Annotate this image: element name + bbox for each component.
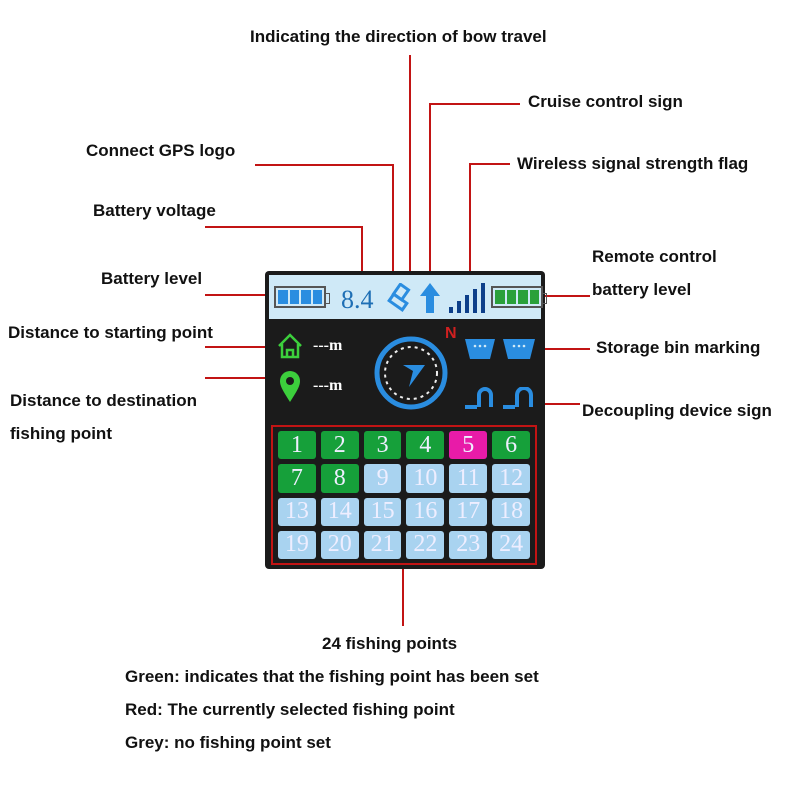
legend-grey: Grey: no fishing point set xyxy=(125,733,331,752)
label-battery: Battery level xyxy=(101,269,203,288)
fishing-point-4[interactable]: 4 xyxy=(406,431,445,460)
line-gps xyxy=(255,164,394,272)
storage-bin-icon xyxy=(503,339,535,359)
decoupling-icon xyxy=(465,387,493,409)
status-bar: 8.4 xyxy=(269,275,547,319)
decoupling-icons xyxy=(465,387,533,409)
fishing-point-13[interactable]: 13 xyxy=(278,497,316,526)
storage-bin-icon xyxy=(465,339,495,359)
fishing-point-16[interactable]: 16 xyxy=(406,497,445,526)
home-icon xyxy=(278,333,302,359)
cruise-arrow-icon xyxy=(420,283,440,313)
gps-satellite-icon xyxy=(387,283,411,312)
compass-north: N xyxy=(445,325,457,342)
label-bow-direction: Indicating the direction of bow travel xyxy=(250,27,547,46)
battery-level-icon xyxy=(274,286,330,308)
line-cruise xyxy=(429,103,520,284)
decoupling-icon xyxy=(503,387,533,409)
label-dist-dest-2: fishing point xyxy=(10,424,112,443)
location-pin-icon xyxy=(280,371,300,402)
fishing-point-8[interactable]: 8 xyxy=(320,464,359,493)
label-points-title: 24 fishing points xyxy=(322,634,458,653)
remote-battery-icon xyxy=(491,286,547,308)
fishing-point-1[interactable]: 1 xyxy=(278,431,316,460)
legend-red: Red: The currently selected fishing poin… xyxy=(125,700,455,719)
fishing-point-5[interactable]: 5 xyxy=(449,431,488,460)
fishing-point-20[interactable]: 20 xyxy=(320,530,359,559)
compass-icon xyxy=(374,336,448,410)
fishing-point-22[interactable]: 22 xyxy=(406,530,445,559)
distance-destination: ---m xyxy=(313,377,343,394)
label-decoupling: Decoupling device sign xyxy=(582,401,772,420)
label-gps: Connect GPS logo xyxy=(86,141,236,160)
legend-green: Green: indicates that the fishing point … xyxy=(125,667,539,686)
label-remote-1: Remote control xyxy=(592,247,717,266)
line-voltage xyxy=(205,226,363,286)
fishing-point-19[interactable]: 19 xyxy=(278,530,316,559)
label-voltage: Battery voltage xyxy=(93,201,216,220)
fishing-point-24[interactable]: 24 xyxy=(492,530,530,559)
label-dist-start: Distance to starting point xyxy=(8,323,213,342)
fishing-point-15[interactable]: 15 xyxy=(363,497,402,526)
fishing-point-17[interactable]: 17 xyxy=(449,497,488,526)
fishing-point-7[interactable]: 7 xyxy=(278,464,316,493)
label-dist-dest-1: Distance to destination xyxy=(10,391,198,410)
label-storage: Storage bin marking xyxy=(596,338,761,357)
fishing-point-23[interactable]: 23 xyxy=(449,530,488,559)
line-wireless xyxy=(469,163,510,292)
signal-strength-icon xyxy=(449,283,485,313)
battery-voltage: 8.4 xyxy=(341,285,374,314)
fishing-point-6[interactable]: 6 xyxy=(492,431,530,460)
fishing-point-3[interactable]: 3 xyxy=(363,431,402,460)
fishing-point-2[interactable]: 2 xyxy=(320,431,359,460)
fishing-point-11[interactable]: 11 xyxy=(449,464,488,493)
fishing-point-18[interactable]: 18 xyxy=(492,497,530,526)
label-cruise: Cruise control sign xyxy=(528,92,683,111)
label-remote-2: battery level xyxy=(592,280,692,299)
distance-start: ---m xyxy=(313,337,343,354)
fishing-point-9[interactable]: 9 xyxy=(363,464,402,493)
fishing-point-21[interactable]: 21 xyxy=(363,530,402,559)
bow-direction-arrow xyxy=(403,365,425,387)
fishing-point-14[interactable]: 14 xyxy=(320,497,359,526)
storage-bin-icons xyxy=(465,339,535,359)
fishing-point-12[interactable]: 12 xyxy=(492,464,530,493)
fishing-point-10[interactable]: 10 xyxy=(406,464,445,493)
label-wireless: Wireless signal strength flag xyxy=(517,154,749,173)
